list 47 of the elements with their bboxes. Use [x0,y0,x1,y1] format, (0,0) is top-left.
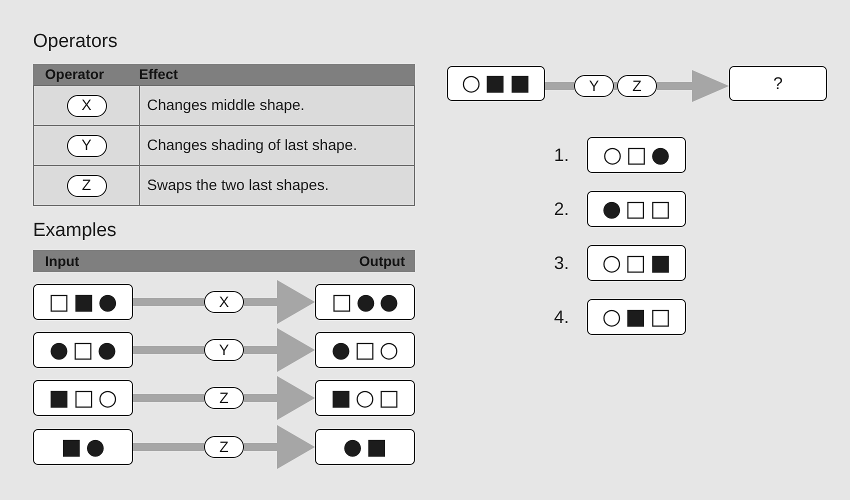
operator-tag: Z [204,436,244,458]
arrow [244,328,315,372]
shape-sequence-card: ■○□ [315,380,415,416]
shape-sequence-card: ○□● [587,137,686,173]
shape-sequence-card: ■● [33,429,133,465]
shape-sequence-card: ○□■ [587,245,686,281]
column-header: Input [45,252,80,271]
section-heading: Examples [33,220,116,242]
operator-tag: Z [617,75,657,97]
shape-sequence-card: ○■■ [447,66,545,101]
arrow [657,70,729,102]
shape-sequence-card: ●□□ [587,191,686,227]
operator-tag: Y [204,339,244,361]
shape-sequence-card: ■□○ [33,380,133,416]
arrow [244,425,315,469]
shape-sequence-card: ●□○ [315,332,415,368]
column-header: Operator [45,65,104,84]
operator-tag: X [66,94,106,116]
operator-tag: Z [66,174,106,196]
connector-line [614,82,617,90]
option-number: 4. [554,306,570,329]
shape-sequence-card: □●● [315,284,415,320]
effect-cell: Changes shading of last shape. [139,125,415,166]
arrow [244,376,315,420]
shape-sequence-card: ●□● [33,332,133,368]
connector-line [545,82,574,90]
connector-line [133,298,204,306]
option-number: 1. [554,144,570,167]
operator-tag: Y [574,75,614,97]
shape-sequence-card: □■● [33,284,133,320]
connector-line [133,346,204,354]
arrow [244,280,315,324]
option-number: 3. [554,252,570,275]
result-card: ? [729,66,827,101]
operator-tag: X [204,291,244,313]
shape-sequence-card: ●■ [315,429,415,465]
option-number: 2. [554,198,570,221]
effect-cell: Changes middle shape. [139,85,415,126]
section-heading: Operators [33,31,118,53]
connector-line [133,443,204,451]
operator-tag: Y [66,134,106,156]
shape-sequence-card: ○■□ [587,299,686,335]
effect-cell: Swaps the two last shapes. [139,165,415,206]
column-header: Effect [139,65,178,84]
connector-line [133,394,204,402]
operator-tag: Z [204,387,244,409]
column-header: Output [359,252,405,271]
